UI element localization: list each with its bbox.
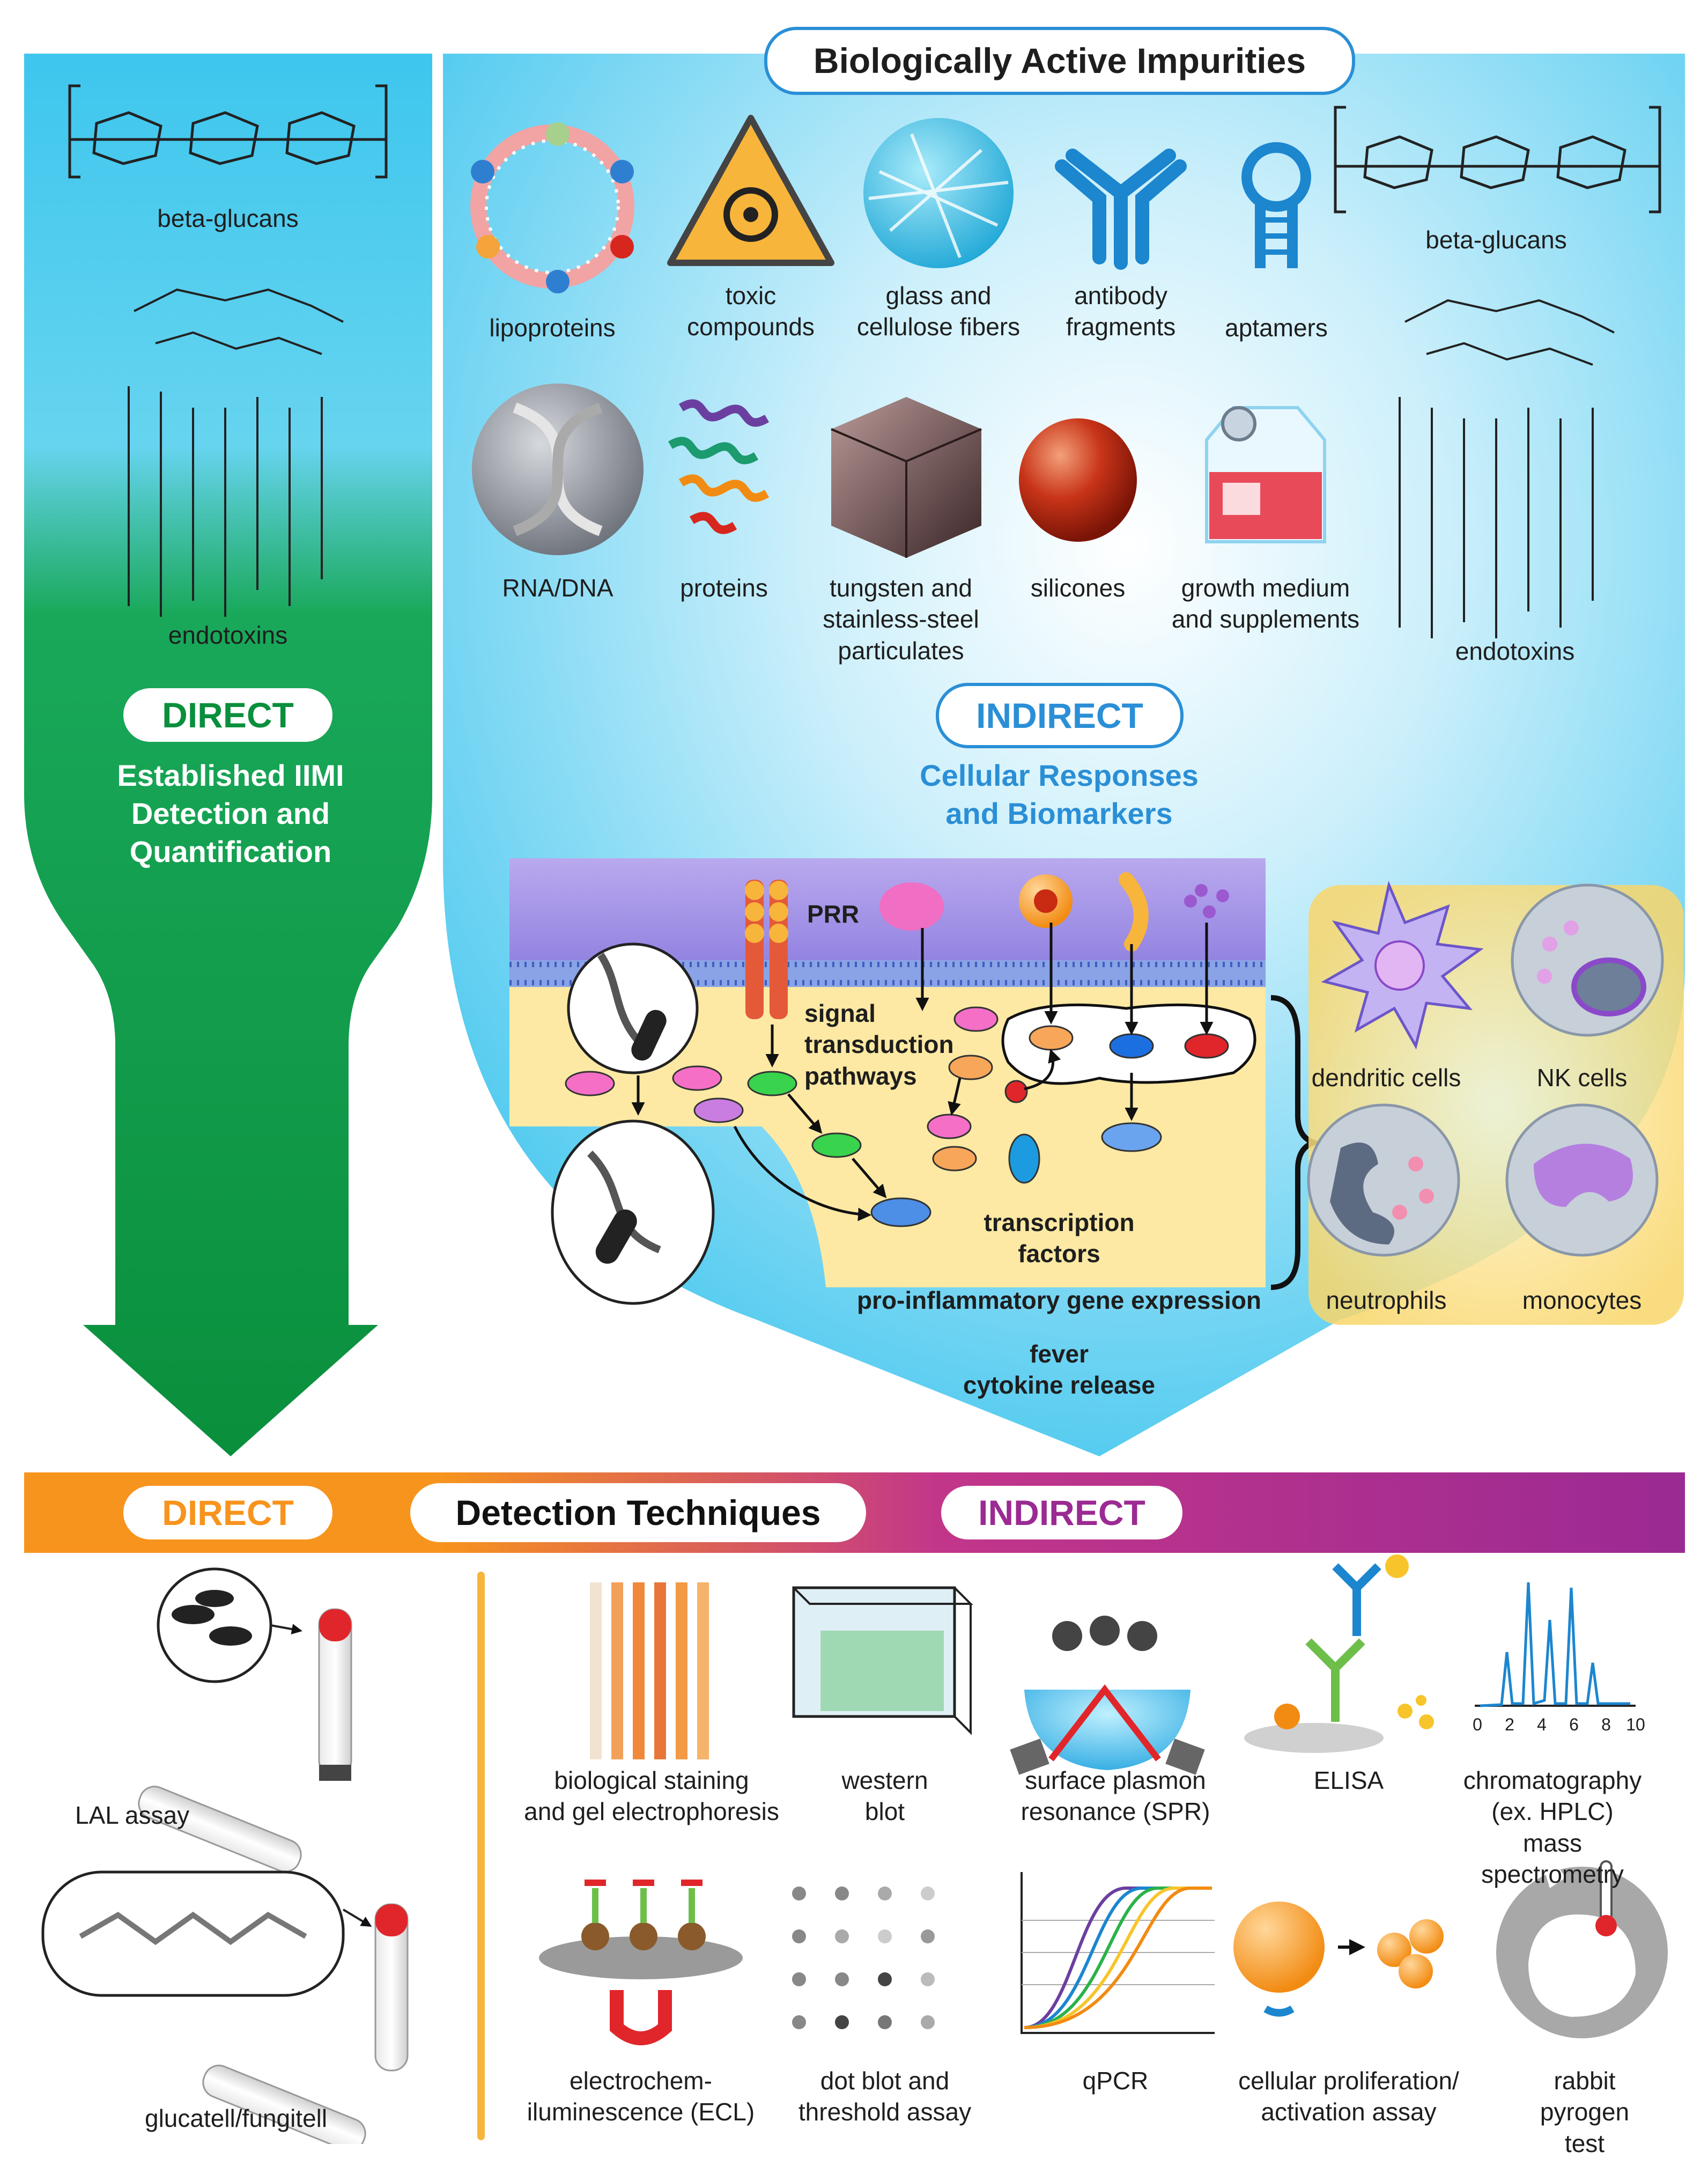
page-title: Biologically Active Impurities: [764, 27, 1355, 95]
signal-transduction-label: signal transduction pathways: [804, 999, 954, 1090]
silicone-droplet-icon: [1019, 418, 1137, 542]
ligand-molecules: [879, 872, 1229, 952]
biohazard-icon: [667, 115, 834, 266]
protein-icon: [668, 399, 770, 534]
elisa-icon: [1244, 1554, 1434, 1753]
bacteria-cell-top: [567, 942, 699, 1074]
technique-label-elisa: ELISA: [1313, 1766, 1384, 1794]
beta-glucans-label-right: beta-glucans: [1425, 226, 1567, 254]
impurity-label-antibody: antibody fragments: [1066, 282, 1176, 341]
technique-label-glucatell: glucatell/fungitell: [145, 2104, 328, 2132]
monocyte-icon: [1505, 1103, 1659, 1257]
western-blot-icon: [792, 1586, 973, 1735]
chromatogram-tick-4: 4: [1537, 1715, 1547, 1734]
cell-label-monocytes: monocytes: [1522, 1286, 1642, 1314]
neutrophil-icon: [1307, 1103, 1460, 1257]
dot-blot-icon: [792, 1887, 935, 2029]
technique-label-rabbit: rabbit pyrogen test: [1540, 2067, 1630, 2157]
technique-label-dot-blot: dot blot and threshold assay: [798, 2067, 972, 2126]
indirect-badge: INDIRECT: [936, 683, 1184, 748]
glucatell-icon: [41, 1870, 409, 2144]
qpcr-icon: [1021, 1872, 1215, 2034]
direct-badge: DIRECT: [123, 688, 332, 742]
dna-icon: [472, 384, 644, 555]
techniques-indirect-badge: INDIRECT: [941, 1486, 1182, 1539]
endotoxin-structure-right: [1399, 299, 1615, 638]
pathway-arrows: [631, 923, 1214, 1221]
antibody-icon: [1055, 149, 1187, 270]
aptamer-icon: [1241, 142, 1311, 268]
endotoxins-label-left: endotoxins: [168, 621, 288, 649]
gel-icon: [590, 1582, 709, 1759]
outcome-label: fever cytokine release: [963, 1340, 1156, 1399]
bacteria-cell-bottom: [551, 1119, 715, 1305]
technique-label-cell-assay: cellular proliferation/ activation assay: [1238, 2067, 1459, 2126]
impurity-label-toxic: toxic compounds: [687, 282, 815, 341]
technique-label-lal: LAL assay: [75, 1801, 190, 1829]
chromatogram-tick-8: 8: [1601, 1715, 1611, 1734]
impurity-label-tungsten: tungsten and stainless-steel particulate…: [823, 574, 979, 665]
chromatogram-tick-2: 2: [1505, 1715, 1514, 1734]
fiber-icon: [863, 118, 1014, 268]
chromatogram-tick-6: 6: [1569, 1715, 1579, 1734]
metal-cube-icon: [831, 397, 982, 558]
direct-arrow: [24, 54, 432, 1456]
technique-label-qpcr: qPCR: [1082, 2067, 1149, 2095]
chromatogram-icon: [1475, 1582, 1636, 1707]
techniques-title: Detection Techniques: [410, 1483, 866, 1542]
cell-proliferation-icon: [1233, 1902, 1444, 2017]
technique-label-gel: biological staining and gel electrophore…: [524, 1766, 779, 1826]
beta-glucans-label-left: beta-glucans: [157, 204, 299, 232]
cell-label-dendritic: dendritic cells: [1311, 1064, 1461, 1092]
technique-label-western: western blot: [841, 1766, 928, 1826]
signaling-molecules: [565, 1006, 1229, 1227]
impurity-label-lipoproteins: lipoproteins: [489, 314, 616, 342]
impurity-label-fibers: glass and cellulose fibers: [856, 282, 1021, 341]
techniques-direct-badge: DIRECT: [123, 1486, 332, 1539]
ecl-icon: [539, 1880, 743, 2045]
chromatogram-tick-10: 10: [1626, 1715, 1645, 1734]
rabbit-icon: [1496, 1834, 1668, 2038]
culture-flask-icon: [1205, 406, 1326, 543]
transcription-factors-label: transcription factors: [984, 1209, 1135, 1268]
gene-expression-label: pro-inflammatory gene expression: [856, 1286, 1262, 1314]
prr-label: PRR: [807, 900, 860, 928]
techniques-divider: [477, 1572, 485, 2140]
cell-label-nk: NK cells: [1536, 1064, 1628, 1092]
endotoxins-label-right: endotoxins: [1455, 637, 1575, 665]
beta-glucan-structure-left: [68, 84, 388, 179]
chromatogram-tick-0: 0: [1473, 1715, 1482, 1734]
endotoxin-structure-left: [128, 288, 344, 617]
technique-label-chromatography: chromatography (ex. HPLC) mass spectrome…: [1463, 1766, 1642, 1889]
technique-label-spr: surface plasmon resonance (SPR): [1021, 1766, 1210, 1826]
impurity-label-growth: growth medium and supplements: [1171, 574, 1360, 633]
impurity-label-rnadna: RNA/DNA: [502, 574, 613, 602]
impurity-label-aptamers: aptamers: [1225, 314, 1328, 342]
prr-receptor-icon: [745, 880, 788, 1019]
lipoprotein-icon: [470, 122, 634, 293]
technique-label-ecl: electrochem- iluminescence (ECL): [527, 2067, 755, 2126]
direct-heading: Established IIMI Detection and Quantific…: [117, 758, 344, 869]
impurity-label-silicones: silicones: [1030, 574, 1126, 602]
lal-assay-icon: [138, 1567, 352, 1873]
nk-cell-icon: [1511, 883, 1664, 1037]
indirect-heading: Cellular Responses and Biomarkers: [920, 758, 1199, 831]
dendritic-cell-icon: [1321, 880, 1484, 1050]
impurity-label-proteins: proteins: [680, 574, 768, 602]
spr-icon: [1010, 1616, 1205, 1775]
beta-glucan-structure-right: [1334, 106, 1661, 213]
cell-label-neutrophils: neutrophils: [1326, 1286, 1447, 1314]
